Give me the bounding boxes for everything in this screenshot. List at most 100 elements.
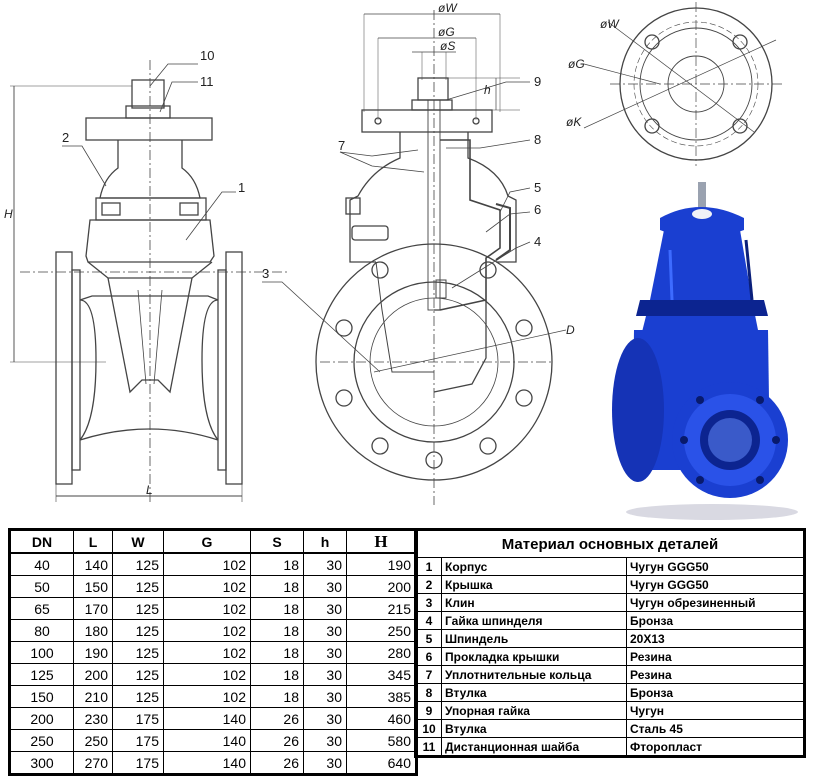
table-cell: 125 xyxy=(112,597,164,620)
table-cell: 65 xyxy=(9,597,74,620)
table-cell: 270 xyxy=(73,751,113,775)
part-name: Прокладка крышки xyxy=(441,647,627,666)
part-material: 20Х13 xyxy=(626,629,805,648)
dim-label-H: H xyxy=(4,207,13,221)
side-view xyxy=(10,60,290,505)
part-number: 10 xyxy=(415,719,442,738)
callout-7: 7 xyxy=(338,138,345,153)
table-cell: 18 xyxy=(250,597,304,620)
table-cell: 40 xyxy=(9,552,74,576)
table-cell: 190 xyxy=(346,552,417,576)
part-material: Бронза xyxy=(626,611,805,630)
header-l: L xyxy=(73,529,113,554)
table-cell: 230 xyxy=(73,707,113,730)
table-cell: 18 xyxy=(250,619,304,642)
table-cell: 30 xyxy=(303,597,347,620)
table-cell: 26 xyxy=(250,751,304,775)
table-cell: 140 xyxy=(73,552,113,576)
table-cell: 30 xyxy=(303,707,347,730)
dim-label-h: h xyxy=(484,83,491,97)
table-cell: 385 xyxy=(346,685,417,708)
dim-label-g: øG xyxy=(438,25,455,39)
dim-label-D: D xyxy=(566,323,575,337)
table-cell: 80 xyxy=(9,619,74,642)
callout-6: 6 xyxy=(534,202,541,217)
table-cell: 102 xyxy=(163,685,251,708)
table-cell: 18 xyxy=(250,552,304,576)
header-g: G xyxy=(163,529,251,554)
valve-photo xyxy=(612,182,798,520)
table-cell: 175 xyxy=(112,707,164,730)
part-name: Дистанционная шайба xyxy=(441,737,627,757)
table-cell: 170 xyxy=(73,597,113,620)
header-dn: DN xyxy=(9,529,74,554)
part-number: 2 xyxy=(415,575,442,594)
table-cell: 30 xyxy=(303,575,347,598)
flange-label-g: øG xyxy=(568,57,585,71)
table-cell: 18 xyxy=(250,575,304,598)
part-material: Бронза xyxy=(626,683,805,702)
part-material: Резина xyxy=(626,665,805,684)
table-cell: 125 xyxy=(112,619,164,642)
table-cell: 30 xyxy=(303,751,347,775)
table-cell: 30 xyxy=(303,663,347,686)
table-cell: 150 xyxy=(73,575,113,598)
table-cell: 200 xyxy=(73,663,113,686)
table-cell: 140 xyxy=(163,751,251,775)
part-number: 9 xyxy=(415,701,442,720)
part-number: 5 xyxy=(415,629,442,648)
callout-5: 5 xyxy=(534,180,541,195)
table-cell: 102 xyxy=(163,619,251,642)
table-cell: 345 xyxy=(346,663,417,686)
table-cell: 215 xyxy=(346,597,417,620)
table-cell: 102 xyxy=(163,663,251,686)
part-name: Упорная гайка xyxy=(441,701,627,720)
table-cell: 18 xyxy=(250,685,304,708)
table-cell: 250 xyxy=(73,729,113,752)
header-s: S xyxy=(250,529,304,554)
table-cell: 150 xyxy=(9,685,74,708)
dim-label-s: øS xyxy=(440,39,455,53)
dim-label-w: øW xyxy=(438,1,458,15)
table-cell: 125 xyxy=(112,575,164,598)
table-cell: 30 xyxy=(303,641,347,664)
table-cell: 580 xyxy=(346,729,417,752)
part-number: 6 xyxy=(415,647,442,666)
part-number: 8 xyxy=(415,683,442,702)
table-cell: 125 xyxy=(112,552,164,576)
table-cell: 640 xyxy=(346,751,417,775)
callout-10: 10 xyxy=(200,48,214,63)
header-w: W xyxy=(112,529,164,554)
part-name: Клин xyxy=(441,593,627,612)
materials-title: Материал основных деталей xyxy=(415,529,805,558)
table-cell: 102 xyxy=(163,552,251,576)
callout-2: 2 xyxy=(62,130,69,145)
part-name: Корпус xyxy=(441,557,627,576)
part-name: Втулка xyxy=(441,719,627,738)
table-cell: 280 xyxy=(346,641,417,664)
table-cell: 210 xyxy=(73,685,113,708)
part-number: 3 xyxy=(415,593,442,612)
table-cell: 30 xyxy=(303,552,347,576)
part-name: Крышка xyxy=(441,575,627,594)
table-cell: 30 xyxy=(303,729,347,752)
flange-face-view xyxy=(583,2,782,166)
table-cell: 30 xyxy=(303,685,347,708)
table-cell: 250 xyxy=(346,619,417,642)
part-material: Чугун GGG50 xyxy=(626,575,805,594)
table-cell: 200 xyxy=(9,707,74,730)
